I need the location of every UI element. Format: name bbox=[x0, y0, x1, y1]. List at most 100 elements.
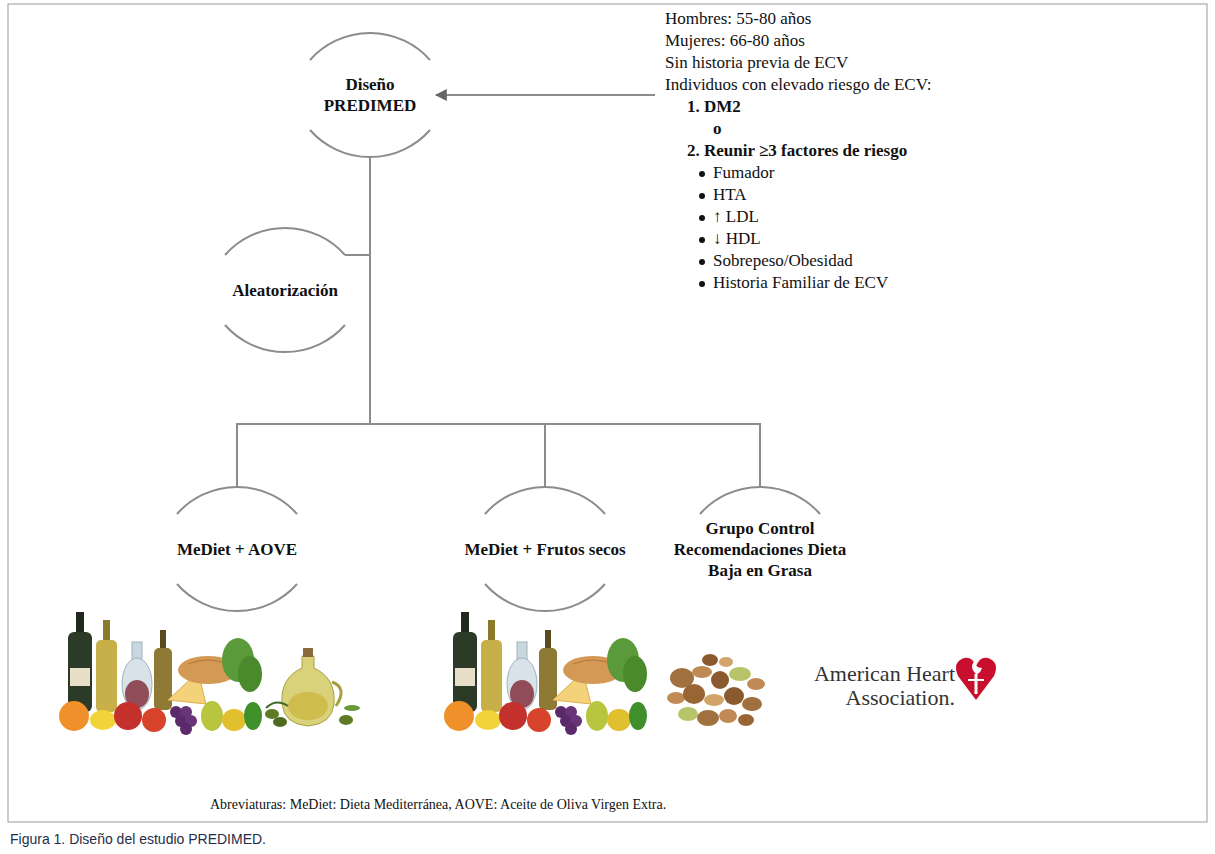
heart-logo bbox=[975, 674, 978, 694]
criteria-line: Sobrepeso/Obesidad bbox=[665, 250, 931, 272]
nuts-picture bbox=[704, 694, 724, 706]
arm-circle: MeDiet + Frutos secos bbox=[445, 487, 645, 611]
nuts-picture bbox=[747, 678, 765, 690]
figure-caption: Figura 1. Diseño del estudio PREDIMED. bbox=[10, 830, 266, 848]
nuts-picture bbox=[667, 654, 765, 726]
randomization-circle: Aleatorización bbox=[195, 228, 375, 352]
bullet-dot bbox=[699, 215, 705, 221]
control-arm-circle: Grupo Control Recomendaciones Dieta Baja… bbox=[654, 487, 866, 612]
bullet-dot bbox=[699, 237, 705, 243]
branch-line bbox=[345, 157, 370, 255]
node-label: Aleatorización bbox=[232, 280, 338, 301]
circle-arcs bbox=[290, 33, 450, 157]
criteria-line: Mujeres: 66-80 años bbox=[665, 30, 931, 52]
circle-arc bbox=[177, 584, 297, 611]
criteria-text: Hombres: 55-80 años bbox=[665, 9, 811, 28]
bullet-dot bbox=[699, 259, 705, 265]
node-label: Diseño PREDIMED bbox=[315, 74, 425, 116]
olive-oil-picture bbox=[266, 702, 288, 708]
criteria-text: Mujeres: 66-80 años bbox=[665, 31, 805, 50]
criteria-line: Historia Familiar de ECV bbox=[665, 272, 931, 294]
node-label: Grupo Control Recomendaciones Dieta Baja… bbox=[660, 518, 860, 581]
design-circle: Diseño PREDIMED bbox=[290, 33, 450, 157]
olive-oil-picture bbox=[282, 656, 334, 726]
circle-arc bbox=[310, 130, 430, 157]
olive-oil-picture bbox=[265, 709, 279, 719]
heart-logo bbox=[956, 658, 996, 700]
criteria-text: o bbox=[713, 119, 722, 138]
circle-arc bbox=[700, 487, 820, 514]
node-label: MeDiet + Frutos secos bbox=[464, 539, 625, 560]
heart-logo bbox=[972, 660, 982, 674]
circle-arc bbox=[485, 584, 605, 611]
criteria-line: HTA bbox=[665, 184, 931, 206]
mediterranean-food-picture bbox=[444, 612, 647, 735]
olive-oil-picture bbox=[344, 705, 360, 711]
nuts-picture bbox=[724, 687, 744, 705]
nuts-picture bbox=[711, 671, 729, 689]
nuts-picture bbox=[683, 684, 705, 704]
circle-arc bbox=[177, 487, 297, 514]
mediterranean-food-picture bbox=[444, 612, 647, 735]
circle-arc bbox=[225, 228, 345, 255]
figure-frame bbox=[8, 4, 1207, 822]
olive-oil-picture bbox=[339, 715, 353, 725]
nuts-picture bbox=[742, 697, 762, 711]
arrow-connector bbox=[436, 94, 655, 96]
circle-arc bbox=[225, 325, 345, 352]
criteria-line: Hombres: 55-80 años bbox=[665, 8, 931, 30]
criteria-text: Fumador bbox=[713, 163, 774, 182]
nuts-picture bbox=[719, 709, 737, 723]
nuts-picture bbox=[702, 654, 718, 666]
criteria-line: o bbox=[665, 118, 931, 140]
branch-line bbox=[370, 157, 545, 487]
nuts-picture bbox=[719, 657, 733, 667]
branch-line bbox=[370, 157, 760, 487]
criteria-line: Sin historia previa de ECV bbox=[665, 52, 931, 74]
circle-arc bbox=[485, 487, 605, 514]
criteria-text: ↓ HDL bbox=[713, 229, 761, 248]
inclusion-criteria: Hombres: 55-80 añosMujeres: 66-80 añosSi… bbox=[665, 8, 931, 294]
olive-oil-picture bbox=[303, 648, 313, 657]
criteria-line: ↑ LDL bbox=[665, 206, 931, 228]
bullet-dot bbox=[699, 281, 705, 287]
criteria-text: ↑ LDL bbox=[713, 207, 759, 226]
olive-oil-picture bbox=[288, 692, 328, 720]
criteria-text: Sin historia previa de ECV bbox=[665, 53, 848, 72]
branch-line bbox=[237, 157, 370, 487]
nuts-picture bbox=[738, 714, 754, 726]
bullet-dot bbox=[699, 193, 705, 199]
arm-circle: MeDiet + AOVE bbox=[137, 487, 337, 611]
nuts-picture bbox=[729, 667, 751, 681]
bullet-dot bbox=[699, 171, 705, 177]
criteria-text: HTA bbox=[713, 185, 747, 204]
criteria-text: Individuos con elevado riesgo de ECV: bbox=[665, 75, 931, 94]
criteria-line: Individuos con elevado riesgo de ECV: bbox=[665, 74, 931, 96]
olive-oil-picture bbox=[273, 717, 287, 727]
criteria-line: ↓ HDL bbox=[665, 228, 931, 250]
mediterranean-food-picture bbox=[59, 612, 262, 735]
olive-oil-picture bbox=[332, 682, 341, 706]
mediterranean-food-picture bbox=[59, 612, 262, 735]
criteria-text: 2. Reunir ≥3 factores de riesgo bbox=[687, 141, 907, 160]
criteria-line: Fumador bbox=[665, 162, 931, 184]
abbreviations-note: Abreviaturas: MeDiet: Dieta Mediterránea… bbox=[210, 796, 910, 814]
heart-logo bbox=[956, 658, 996, 700]
criteria-text: Historia Familiar de ECV bbox=[713, 273, 888, 292]
nuts-picture bbox=[678, 707, 698, 721]
node-label: MeDiet + AOVE bbox=[177, 539, 297, 560]
criteria-text: 1. DM2 bbox=[687, 97, 741, 116]
circle-arc bbox=[310, 33, 430, 60]
heart-logo bbox=[968, 679, 984, 681]
logo-text: American Heart Association. bbox=[790, 662, 955, 710]
nuts-picture bbox=[667, 692, 685, 704]
nuts-picture bbox=[692, 666, 712, 678]
criteria-line: 2. Reunir ≥3 factores de riesgo bbox=[665, 140, 931, 162]
olive-oil-picture bbox=[265, 648, 360, 727]
nuts-picture bbox=[697, 710, 719, 726]
criteria-text: Sobrepeso/Obesidad bbox=[713, 251, 853, 270]
criteria-line: 1. DM2 bbox=[665, 96, 931, 118]
